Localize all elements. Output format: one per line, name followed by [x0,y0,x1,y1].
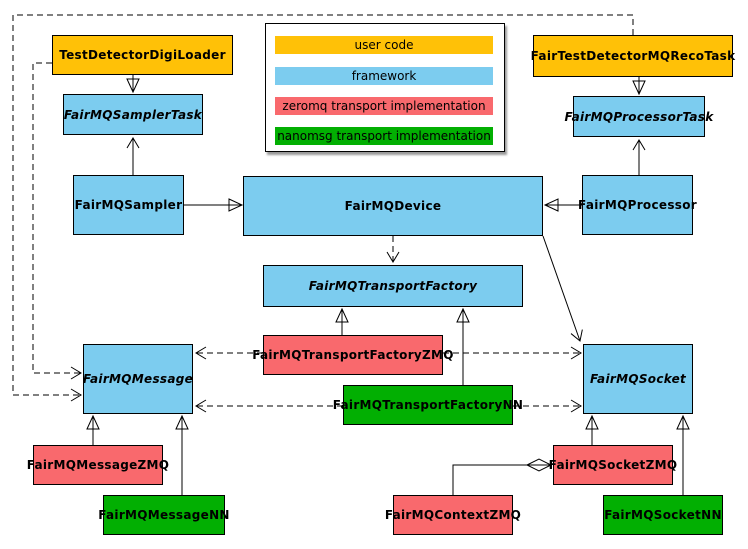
class-box-fair-test-detector-mq-reco-task: FairTestDetectorMQRecoTask [530,35,736,77]
class-label: FairMQContextZMQ [384,508,522,522]
class-box-fairmq-socket-nn: FairMQSocketNN [603,495,723,535]
class-label: FairMQTransportFactoryNN [332,398,524,412]
class-label: FairMQMessageNN [98,508,230,522]
class-label: FairMQSampler [74,198,183,212]
class-box-fairmq-message-zmq: FairMQMessageZMQ [27,445,169,485]
class-box-fairmq-message-nn: FairMQMessageNN [98,495,229,535]
class-label: FairMQMessage [82,372,194,386]
class-box-fairmq-transport-factory: FairMQTransportFactory [263,265,523,307]
class-label: FairMQDevice [344,199,442,213]
legend-item-user-code: user code [275,36,493,54]
class-label: FairMQSocket [589,372,687,386]
class-box-fairmq-socket: FairMQSocket [583,344,693,414]
class-label: FairMQProcessor [578,198,697,212]
edge-recotask-to-message [12,14,634,402]
legend-label: user code [354,38,414,52]
class-label: FairMQMessageZMQ [26,458,170,472]
class-box-fairmq-context-zmq: FairMQContextZMQ [385,495,521,535]
legend-label: nanomsg transport implementation [277,129,491,143]
class-label: TestDetectorDigiLoader [59,48,226,62]
legend-item-zeromq: zeromq transport implementation [275,97,493,115]
class-label: FairTestDetectorMQRecoTask [530,49,736,63]
class-label: FairMQSocketZMQ [548,458,678,472]
class-box-fairmq-processor: FairMQProcessor [578,175,697,235]
class-box-fairmq-sampler-task: FairMQSamplerTask [63,94,203,135]
legend-item-framework: framework [275,67,493,85]
class-box-fairmq-message: FairMQMessage [83,344,193,414]
class-label: FairMQTransportFactoryZMQ [252,348,454,362]
class-label: FairMQSamplerTask [63,107,203,122]
class-box-test-detector-digi-loader: TestDetectorDigiLoader [52,35,233,75]
class-box-fairmq-device: FairMQDevice [243,176,543,236]
legend-label: zeromq transport implementation [282,99,486,113]
edge-contextzmq-to-socketzmq-composition [452,458,553,495]
class-box-fairmq-socket-zmq: FairMQSocketZMQ [549,445,677,485]
class-box-fairmq-transport-factory-nn: FairMQTransportFactoryNN [333,385,523,425]
class-label: FairMQProcessorTask [564,109,714,124]
legend-item-nanomsg: nanomsg transport implementation [275,127,493,145]
class-box-fairmq-transport-factory-zmq: FairMQTransportFactoryZMQ [252,335,453,375]
class-box-fairmq-sampler: FairMQSampler [73,175,184,235]
edge-device-to-socket [542,235,583,342]
legend: user code framework zeromq transport imp… [265,23,505,152]
class-box-fairmq-processor-task: FairMQProcessorTask [564,96,713,137]
class-label: FairMQTransportFactory [308,279,478,293]
edge-digiloader-to-message [32,62,82,380]
class-label: FairMQSocketNN [604,508,722,522]
legend-label: framework [351,69,417,83]
